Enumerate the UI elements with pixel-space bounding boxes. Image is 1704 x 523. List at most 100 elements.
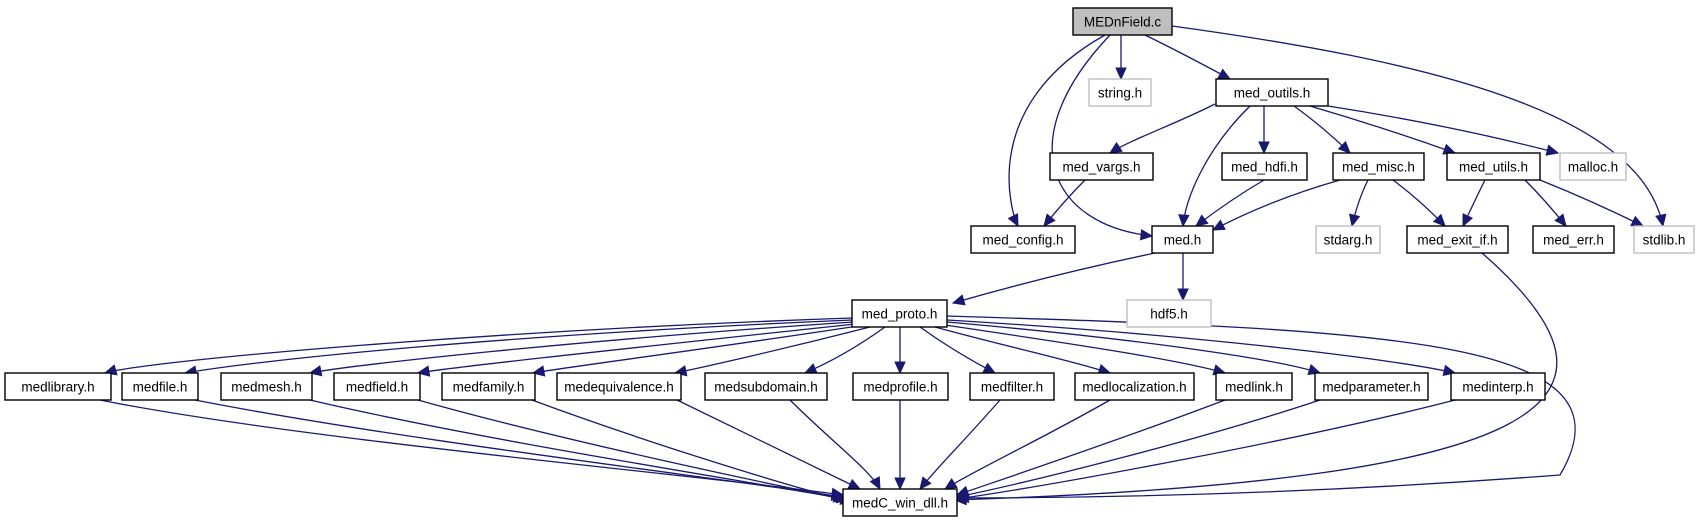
node-label: string.h (1098, 86, 1142, 101)
edge-med-utils-h-to-stdlib-h (1539, 179, 1645, 227)
edge-med-proto-h-to-medc-win-dll-h (946, 315, 1576, 504)
node-medfilter-h[interactable]: medfilter.h (969, 372, 1055, 401)
edge-medfamily-h-to-medc-win-dll-h (531, 399, 854, 505)
edge-med-proto-h-to-medfield-h (416, 323, 856, 377)
edge-med-outils-h-to-med-vargs-h (1108, 103, 1216, 154)
node-medfamily-h[interactable]: medfamily.h (441, 372, 536, 401)
node-med-h[interactable]: med.h (1151, 225, 1214, 254)
node-label: med_hdfi.h (1231, 160, 1298, 175)
node-medprofile-h[interactable]: medprofile.h (852, 372, 949, 401)
node-med-vargs-h[interactable]: med_vargs.h (1049, 152, 1154, 181)
node-medfield-h[interactable]: medfield.h (333, 372, 421, 401)
arrowhead-icon (1655, 213, 1667, 228)
edge-mednfield-c-to-string-h (1115, 34, 1127, 81)
node-med-config-h[interactable]: med_config.h (970, 225, 1076, 254)
edge-med-proto-h-to-medmesh-h (308, 321, 854, 377)
node-label: MEDnField.c (1084, 15, 1162, 30)
edge-mednfield-c-to-stdlib-h (1171, 25, 1667, 228)
node-medmesh-h[interactable]: medmesh.h (220, 372, 313, 401)
arrowhead-icon (894, 361, 906, 375)
edge-mednfield-c-to-med-config-h (1007, 34, 1106, 228)
edge-medmesh-h-to-medc-win-dll-h (309, 399, 847, 503)
node-label: med_proto.h (862, 307, 938, 322)
node-mednfield-c[interactable]: MEDnField.c (1072, 7, 1173, 36)
node-medsubdomain-h[interactable]: medsubdomain.h (704, 372, 828, 401)
edge-medparameter-h-to-medc-win-dll-h (955, 399, 1321, 501)
node-medfile-h[interactable]: medfile.h (121, 372, 199, 401)
node-medlibrary-h[interactable]: medlibrary.h (4, 372, 112, 401)
arrowhead-icon (416, 365, 431, 377)
edge-medfile-h-to-medc-win-dll-h (194, 399, 845, 501)
arrowhead-icon (1630, 215, 1645, 227)
node-label: med_utils.h (1459, 160, 1528, 175)
edge-med-proto-h-to-medparameter-h (946, 321, 1322, 375)
node-medequivalence-h[interactable]: medequivalence.h (556, 372, 682, 401)
node-label: medfilter.h (981, 380, 1043, 395)
node-med-utils-h[interactable]: med_utils.h (1446, 152, 1541, 181)
arrowhead-icon (1211, 219, 1226, 231)
node-label: med_misc.h (1342, 160, 1415, 175)
node-stdlib-h[interactable]: stdlib.h (1633, 225, 1695, 254)
arrowhead-icon (1217, 68, 1232, 80)
edge-med-utils-h-to-med-err-h (1524, 179, 1567, 227)
edge-med-outils-h-to-med-utils-h (1309, 105, 1457, 155)
node-medinterp-h[interactable]: medinterp.h (1450, 372, 1546, 401)
node-med-exit-if-h[interactable]: med_exit_if.h (1406, 225, 1509, 254)
arrowhead-icon (1007, 213, 1019, 228)
node-malloc-h[interactable]: malloc.h (1559, 152, 1627, 181)
node-med-misc-h[interactable]: med_misc.h (1332, 152, 1425, 181)
node-medlink-h[interactable]: medlink.h (1215, 372, 1293, 401)
edge-med-h-to-med-proto-h (951, 252, 1156, 306)
edge-medprofile-h-to-medc-win-dll-h (894, 399, 906, 491)
graph-edges (99, 25, 1667, 506)
edge-med-proto-h-to-medsubdomain-h (803, 326, 886, 374)
node-medc-win-dll-h[interactable]: medC_win_dll.h (842, 488, 958, 517)
arrowhead-icon (955, 491, 970, 504)
node-medparameter-h[interactable]: medparameter.h (1314, 372, 1429, 401)
edge-med-proto-h-to-medfile-h (183, 319, 853, 377)
edge-mednfield-c-to-med-h (1051, 34, 1154, 241)
arrowhead-icon (1178, 214, 1190, 228)
edge-med-outils-h-to-med-h (1178, 105, 1251, 228)
node-hdf5-h[interactable]: hdf5.h (1126, 299, 1212, 328)
edge-medinterp-h-to-medc-win-dll-h (955, 399, 1456, 504)
edge-med-proto-h-to-medlibrary-h (103, 317, 853, 376)
arrowhead-icon (847, 478, 862, 490)
arrowhead-icon (1554, 213, 1567, 227)
node-med-proto-h[interactable]: med_proto.h (851, 299, 948, 328)
node-string-h[interactable]: string.h (1088, 78, 1152, 107)
node-label: medinterp.h (1462, 380, 1533, 395)
node-label: med.h (1164, 233, 1202, 248)
edge-mednfield-c-to-med-outils-h (1144, 34, 1232, 80)
node-medlocalization-h[interactable]: medlocalization.h (1074, 372, 1195, 401)
edge-med-outils-h-to-malloc-h (1327, 105, 1560, 156)
node-label: medfile.h (133, 380, 188, 395)
node-label: medparameter.h (1322, 380, 1420, 395)
edge-medfilter-h-to-medc-win-dll-h (919, 399, 1001, 490)
arrowhead-icon (1307, 363, 1322, 375)
arrowhead-icon (1545, 144, 1560, 156)
arrowhead-icon (982, 362, 997, 374)
node-label: hdf5.h (1150, 307, 1188, 322)
node-med-outils-h[interactable]: med_outils.h (1215, 78, 1329, 107)
node-med-hdfi-h[interactable]: med_hdfi.h (1221, 152, 1308, 181)
arrowhead-icon (803, 363, 818, 374)
arrowhead-icon (308, 365, 323, 377)
node-stdarg-h[interactable]: stdarg.h (1315, 225, 1381, 254)
node-label: med_exit_if.h (1417, 233, 1497, 248)
node-label: medlocalization.h (1082, 380, 1186, 395)
arrowhead-icon (531, 365, 546, 377)
edge-med-misc-h-to-med-h (1211, 179, 1341, 231)
arrowhead-icon (1348, 213, 1361, 228)
arrowhead-icon (1115, 67, 1127, 81)
node-med-err-h[interactable]: med_err.h (1532, 225, 1615, 254)
arrowhead-icon (869, 476, 881, 491)
arrowhead-icon (919, 476, 932, 490)
edge-med-outils-h-to-med-hdfi-h (1258, 105, 1270, 155)
node-label: med_outils.h (1234, 86, 1311, 101)
node-label: medsubdomain.h (714, 380, 818, 395)
edge-medlocalization-h-to-medc-win-dll-h (943, 399, 1111, 490)
node-label: med_config.h (982, 233, 1063, 248)
edge-med-misc-h-to-stdarg-h (1348, 179, 1369, 228)
